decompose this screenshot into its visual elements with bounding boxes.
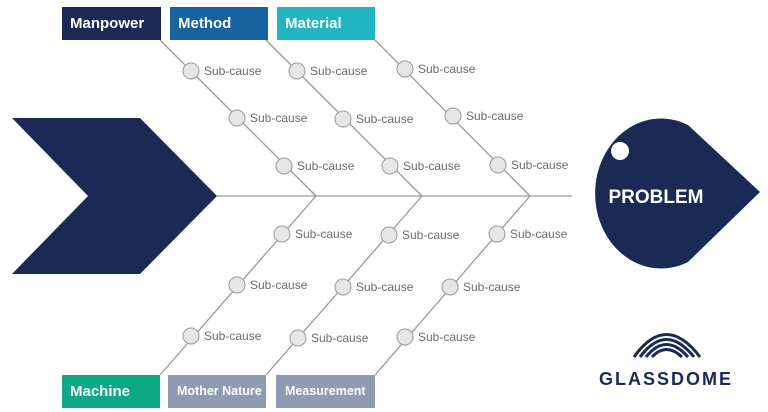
sub-cause-label-measurement-1: Sub-cause — [510, 227, 568, 241]
category-mother-nature: Mother Nature — [168, 375, 266, 408]
sub-cause-label-manpower-1: Sub-cause — [204, 64, 262, 78]
sub-cause-node-mother-nature-2 — [334, 278, 352, 296]
sub-cause-node-measurement-2 — [441, 278, 459, 296]
sub-cause-label-material-3: Sub-cause — [511, 158, 569, 172]
sub-cause-label-method-1: Sub-cause — [310, 64, 368, 78]
category-machine: Machine — [62, 375, 160, 408]
sub-cause-label-manpower-2: Sub-cause — [250, 111, 308, 125]
sub-cause-node-material-1 — [396, 60, 414, 78]
fish-eye — [611, 142, 629, 160]
sub-cause-node-method-2 — [334, 110, 352, 128]
sub-cause-label-mother-nature-1: Sub-cause — [402, 228, 460, 242]
sub-cause-node-material-3 — [489, 156, 507, 174]
sub-cause-node-measurement-1 — [488, 225, 506, 243]
sub-cause-label-manpower-3: Sub-cause — [297, 159, 355, 173]
sub-cause-label-mother-nature-2: Sub-cause — [356, 280, 414, 294]
sub-cause-node-method-1 — [288, 62, 306, 80]
sub-cause-node-material-2 — [444, 107, 462, 125]
category-material: Material — [277, 7, 375, 40]
fish-head-shape — [595, 118, 760, 269]
sub-cause-node-mother-nature-3 — [289, 329, 307, 347]
sub-cause-node-mother-nature-1 — [380, 226, 398, 244]
sub-cause-label-measurement-2: Sub-cause — [463, 280, 521, 294]
category-measurement: Measurement — [276, 375, 375, 408]
sub-cause-label-material-1: Sub-cause — [418, 62, 476, 76]
sub-cause-label-machine-3: Sub-cause — [204, 329, 262, 343]
sub-cause-node-manpower-3 — [275, 157, 293, 175]
sub-cause-node-manpower-1 — [182, 62, 200, 80]
sub-cause-label-method-3: Sub-cause — [403, 159, 461, 173]
sub-cause-label-material-2: Sub-cause — [466, 109, 524, 123]
sub-cause-label-machine-2: Sub-cause — [250, 278, 308, 292]
glassdome-logo-icon — [632, 333, 702, 359]
category-manpower: Manpower — [62, 7, 161, 40]
sub-cause-node-manpower-2 — [228, 109, 246, 127]
sub-cause-label-method-2: Sub-cause — [356, 112, 414, 126]
sub-cause-node-machine-3 — [182, 327, 200, 345]
sub-cause-node-measurement-3 — [396, 328, 414, 346]
sub-cause-node-machine-1 — [273, 225, 291, 243]
sub-cause-label-mother-nature-3: Sub-cause — [311, 331, 369, 345]
sub-cause-node-machine-2 — [228, 276, 246, 294]
glassdome-logo-text: GLASSDOME — [598, 369, 733, 389]
sub-cause-label-machine-1: Sub-cause — [295, 227, 353, 241]
category-method: Method — [170, 7, 268, 40]
sub-cause-node-method-3 — [381, 157, 399, 175]
sub-cause-label-measurement-3: Sub-cause — [418, 330, 476, 344]
problem-label: PROBLEM — [609, 187, 704, 208]
fish-tail-shape — [12, 118, 217, 274]
